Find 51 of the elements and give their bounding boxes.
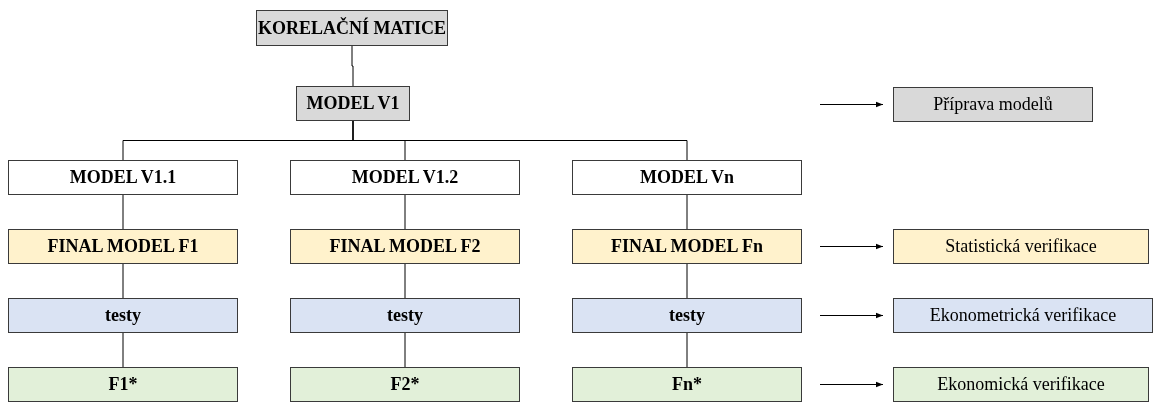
box-label: MODEL V1.2: [351, 167, 459, 188]
box-label: F2*: [390, 374, 420, 395]
connector-line: [404, 194, 406, 230]
process-box: [290, 160, 520, 195]
legend-box: [893, 87, 1093, 122]
box-label: testy: [669, 305, 705, 326]
box-label: FINAL MODEL Fn: [611, 236, 763, 257]
box-label: Ekonomická verifikace: [937, 374, 1105, 395]
process-box: [8, 160, 238, 195]
connector-line: [122, 263, 124, 299]
box-label: FINAL MODEL F1: [47, 236, 199, 257]
box-label: MODEL V1.1: [69, 167, 177, 188]
legend-box: [893, 298, 1153, 333]
process-box: [8, 367, 238, 402]
box-label: FINAL MODEL F2: [329, 236, 481, 257]
process-box: [256, 10, 448, 46]
arrow: [819, 101, 884, 108]
process-box: [296, 86, 410, 121]
process-box: [8, 229, 238, 264]
connector-line: [686, 263, 688, 299]
process-box: [572, 367, 802, 402]
box-label: Statistická verifikace: [945, 236, 1097, 257]
legend-box: [893, 229, 1149, 264]
process-box: [8, 298, 238, 333]
process-box: [290, 229, 520, 264]
connector-line: [352, 120, 688, 161]
connector-line: [122, 332, 124, 368]
box-label: MODEL Vn: [639, 167, 735, 188]
process-box: [572, 160, 802, 195]
box-label: testy: [105, 305, 141, 326]
box-label: MODEL V1: [306, 93, 400, 114]
box-label: testy: [387, 305, 423, 326]
arrow: [819, 243, 884, 250]
connector-line: [686, 332, 688, 368]
arrow: [819, 312, 884, 319]
process-box: [290, 298, 520, 333]
box-label: F1*: [108, 374, 138, 395]
connector-line: [404, 263, 406, 299]
box-label: Příprava modelů: [933, 94, 1053, 115]
legend-box: [893, 367, 1149, 402]
process-box: [572, 298, 802, 333]
connector-line: [404, 332, 406, 368]
connector-line: [351, 45, 354, 87]
arrow: [819, 381, 884, 388]
box-label: Fn*: [672, 374, 702, 395]
box-label: Ekonometrická verifikace: [929, 305, 1117, 326]
box-label: KORELAČNÍ MATICE: [257, 17, 447, 39]
process-box: [290, 367, 520, 402]
process-box: [572, 229, 802, 264]
connector-line: [122, 194, 124, 230]
connector-line: [686, 194, 688, 230]
